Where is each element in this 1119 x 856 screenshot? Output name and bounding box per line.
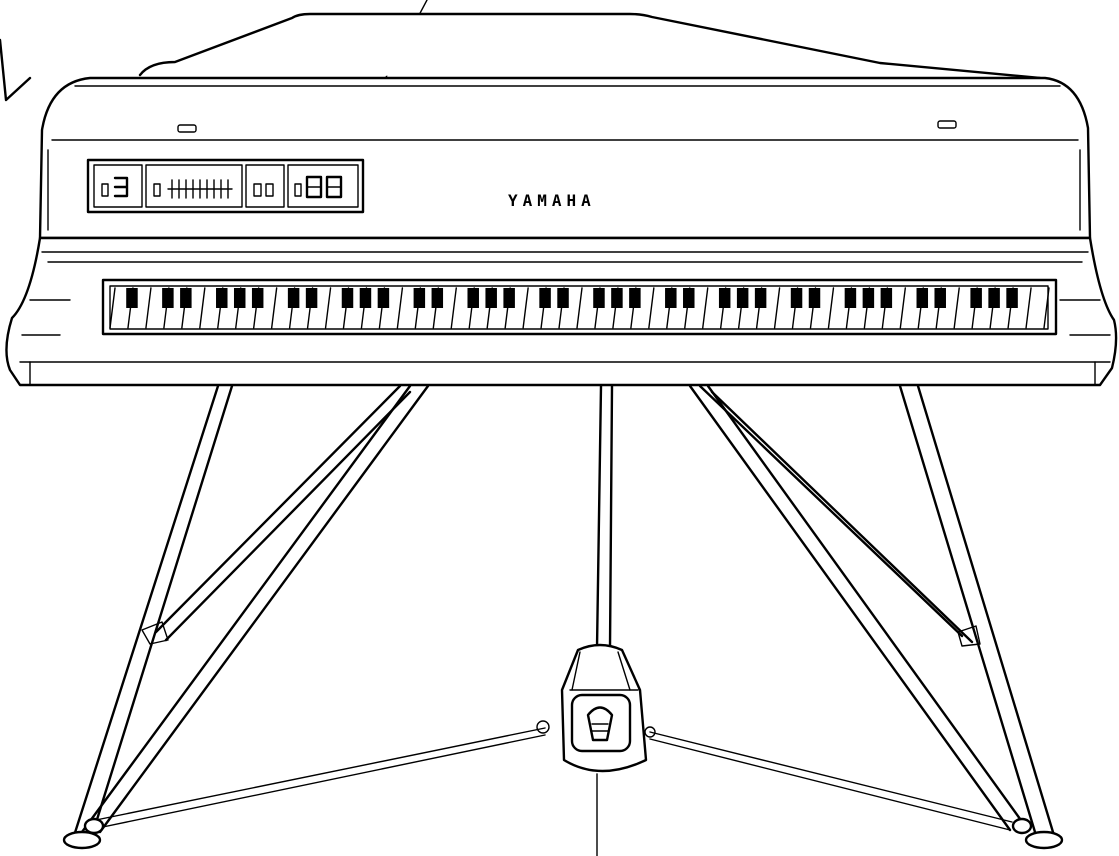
white-key-edge [396, 287, 404, 329]
black-key [539, 288, 551, 308]
black-key [683, 288, 695, 308]
cable-left [95, 727, 546, 829]
white-key-edge [899, 287, 907, 329]
black-key [341, 288, 354, 308]
white-key-edge [773, 287, 781, 329]
black-key [467, 288, 479, 308]
control-knob [265, 183, 274, 197]
black-key [216, 288, 228, 308]
black-key [126, 288, 138, 308]
control-knob [253, 183, 262, 197]
black-key [916, 288, 929, 308]
white-key-edge [270, 287, 278, 329]
keyboard [101, 278, 1058, 336]
black-key [611, 288, 623, 308]
black-key [718, 288, 731, 308]
black-key [287, 288, 300, 308]
black-key [359, 288, 372, 308]
black-key [503, 288, 515, 308]
sustain-pedal [560, 643, 648, 773]
control-panel [86, 158, 365, 214]
white-key-edge [450, 287, 457, 329]
foot-joint-left [83, 817, 105, 835]
black-key [413, 288, 426, 308]
white-key-edge [576, 287, 583, 329]
black-key [557, 288, 569, 308]
black-key [233, 288, 246, 308]
control-section-3 [245, 164, 285, 208]
white-key-edge [648, 287, 655, 329]
black-key [736, 288, 749, 308]
cable-anchor-right [644, 726, 656, 738]
white-key-edge [1025, 287, 1032, 329]
black-key [862, 288, 875, 308]
black-key [790, 288, 803, 308]
piano-lid [138, 12, 1042, 80]
control-knob [294, 183, 302, 197]
black-key [844, 288, 857, 308]
piano-body-upper [38, 76, 1092, 240]
lid-clip-right [937, 120, 957, 129]
brace-right-rear [698, 384, 974, 644]
white-key-edge [1043, 287, 1050, 329]
joint-left [141, 621, 169, 645]
white-key-edge [109, 287, 116, 329]
control-knob [153, 183, 161, 197]
control-section-4 [287, 164, 359, 208]
leg-diagonal-left [80, 384, 430, 834]
black-key [970, 288, 982, 308]
foot-right [1024, 830, 1064, 850]
joint-right [957, 625, 981, 647]
black-key [880, 288, 893, 308]
white-key-edge [702, 287, 709, 329]
cable-anchor-left [536, 720, 550, 734]
pedal-rod [595, 384, 614, 650]
black-key [485, 288, 497, 308]
black-key [665, 288, 677, 308]
brand-logo: YAMAHA [508, 191, 596, 210]
leg-front-left [70, 384, 234, 844]
black-key [305, 288, 318, 308]
control-section-1 [93, 164, 143, 208]
white-key-edge [953, 287, 960, 329]
stand [62, 384, 1064, 850]
black-key [431, 288, 444, 308]
keyboard-keys-area [109, 285, 1049, 330]
brace-left-rear [154, 384, 412, 642]
foot-left [62, 830, 102, 850]
black-key [180, 288, 192, 308]
black-key [593, 288, 605, 308]
white-key-edge [199, 287, 206, 329]
foot-joint-right [1011, 817, 1033, 835]
leg-diagonal-right [688, 384, 1030, 832]
black-key [988, 288, 1000, 308]
leg-front-right [898, 384, 1058, 844]
control-knob [101, 183, 109, 197]
black-keys [126, 288, 1018, 308]
white-key-edge [827, 287, 835, 329]
white-key-edge [145, 287, 152, 329]
black-key [1006, 288, 1018, 308]
white-key-edge [522, 287, 529, 329]
black-key [162, 288, 174, 308]
black-key [629, 288, 641, 308]
eq-sliders [167, 179, 233, 199]
cable-right [649, 731, 1013, 831]
white-key-edge [324, 287, 332, 329]
control-section-2 [145, 164, 243, 208]
black-key [808, 288, 821, 308]
black-key [934, 288, 946, 308]
black-key [754, 288, 767, 308]
black-key [377, 288, 390, 308]
black-key [251, 288, 264, 308]
lid-clip-left [177, 124, 197, 133]
partial-arrow-left [0, 38, 32, 102]
control-panel-frame [86, 158, 365, 214]
